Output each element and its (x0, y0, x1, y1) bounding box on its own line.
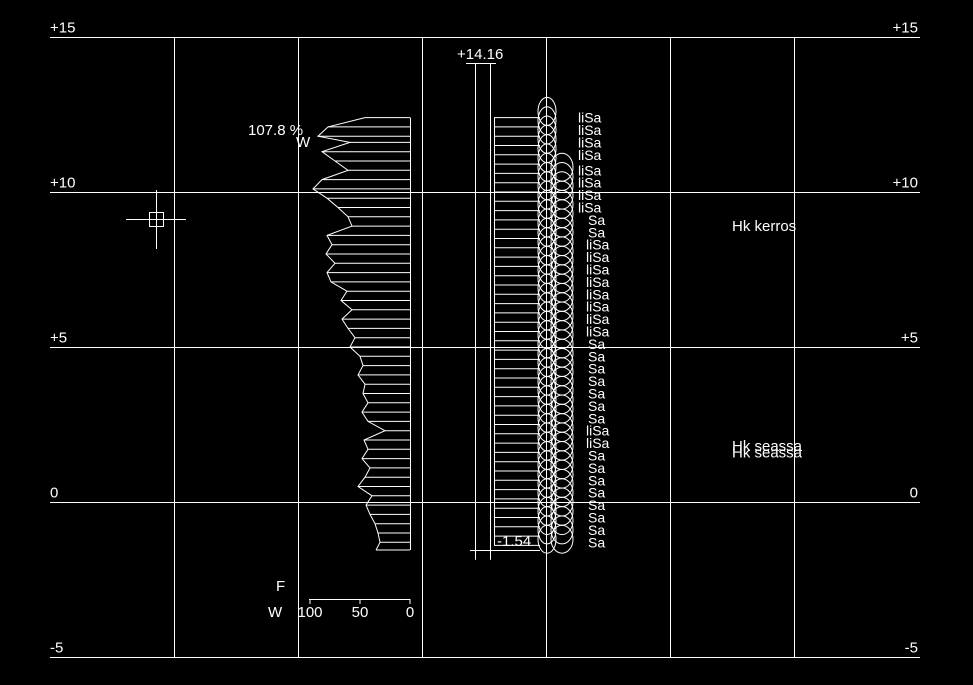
soil-label: Sa (588, 361, 605, 377)
soil-label: Sa (588, 485, 605, 501)
soil-label: liSa (578, 200, 602, 216)
sample-ellipse (537, 515, 557, 545)
soil-label: Sa (588, 497, 605, 513)
elev-label-right: +15 (893, 20, 918, 37)
soil-label: Sa (588, 460, 605, 476)
soil-label: liSa (586, 324, 610, 340)
soil-label: Sa (588, 224, 605, 240)
soil-label: liSa (578, 162, 602, 178)
soil-label: liSa (578, 187, 602, 203)
scale-tick-label: 100 (297, 604, 322, 621)
moisture-marker-label: W (296, 134, 311, 151)
soil-label: Sa (588, 212, 605, 228)
soil-label: liSa (586, 262, 610, 278)
annotation-label: Hk seassa (732, 444, 803, 461)
elev-label-right: 0 (910, 485, 918, 502)
elev-label-left: -5 (50, 640, 63, 657)
soil-label: liSa (578, 175, 602, 191)
soil-label: Sa (588, 472, 605, 488)
soil-label: liSa (586, 435, 610, 451)
soil-label: liSa (578, 110, 602, 126)
elev-label-left: +5 (50, 330, 67, 347)
soil-label: Sa (588, 336, 605, 352)
elev-label-left: 0 (50, 485, 58, 502)
annotation-label: Hk seassa (732, 438, 803, 455)
soil-label: Sa (588, 398, 605, 414)
soil-label: liSa (578, 134, 602, 150)
annotation-label: Hk kerros (732, 218, 796, 235)
soil-label: Sa (588, 410, 605, 426)
borehole-casing (466, 63, 540, 560)
soil-classification-column: liSaliSaliSaliSaliSaliSaliSaliSaSaSaliSa… (578, 110, 610, 551)
soil-label: liSa (586, 299, 610, 315)
soil-label: liSa (586, 286, 610, 302)
moisture-scale-title-w: W (268, 604, 283, 621)
sample-ellipse (537, 506, 557, 536)
elev-label-right: +10 (893, 175, 918, 192)
elevation-grid: +15 +15 +10 +10 +5 +5 0 0 -5 -5 (50, 20, 920, 658)
moisture-profile (312, 117, 411, 551)
sample-ellipse-outer (550, 524, 574, 554)
borehole-top-label: +14.16 (457, 46, 503, 63)
soil-label: Sa (588, 386, 605, 402)
soil-label: liSa (586, 249, 610, 265)
elev-label-right: +5 (901, 330, 918, 347)
scale-tick-label: 0 (406, 604, 414, 621)
soil-label: Sa (588, 348, 605, 364)
soil-label: Sa (588, 510, 605, 526)
sample-ellipse-outer (550, 506, 574, 536)
soil-label: liSa (586, 237, 610, 253)
moisture-outline (312, 117, 387, 551)
soil-label: liSa (586, 423, 610, 439)
sample-ellipse (537, 524, 557, 554)
moisture-max-label: 107.8 % (248, 122, 303, 139)
soil-label: liSa (578, 122, 602, 138)
elev-label-left: +10 (50, 175, 75, 192)
soil-label: liSa (578, 147, 602, 163)
soil-label: Sa (588, 373, 605, 389)
sample-column (537, 96, 574, 554)
elev-label-right: -5 (905, 640, 918, 657)
soil-label: liSa (586, 311, 610, 327)
soil-label: Sa (588, 534, 605, 550)
moisture-scale-ticks: 100 50 0 (297, 599, 414, 621)
sample-ellipse-outer (550, 515, 574, 545)
borehole-bottom-label: -1.54 (497, 533, 531, 550)
soil-label: Sa (588, 448, 605, 464)
crosshair-cursor-icon (126, 190, 186, 249)
scale-tick-label: 50 (352, 604, 369, 621)
moisture-scale: F W 100 50 0 (268, 578, 414, 621)
soil-label: liSa (586, 274, 610, 290)
elev-label-left: +15 (50, 20, 75, 37)
moisture-scale-title-f: F (276, 578, 285, 595)
soil-label: Sa (588, 522, 605, 538)
